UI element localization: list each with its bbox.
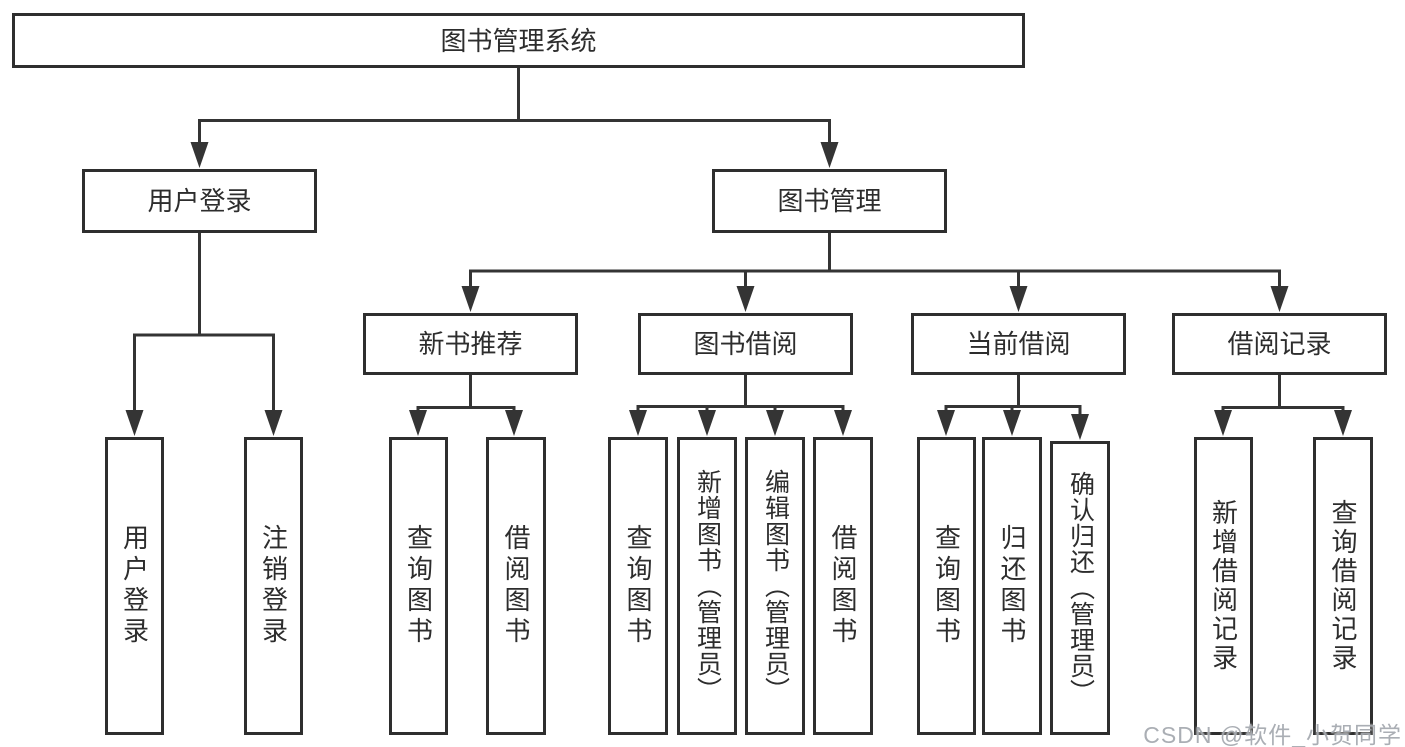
leaf-borrow-books-borrowing: 借阅图书 <box>813 437 873 735</box>
leaf-borrow-books-recommend: 借阅图书 <box>486 437 546 735</box>
node-user-login: 用户登录 <box>82 169 317 233</box>
node-library-management-system: 图书管理系统 <box>12 13 1025 68</box>
leaf-return-books: 归还图书 <box>982 437 1042 735</box>
leaf-confirm-return-admin: 确认归还（管理员） <box>1050 441 1110 735</box>
leaf-query-books-current: 查询图书 <box>917 437 976 735</box>
leaf-query-borrowing-record: 查询借阅记录 <box>1313 437 1373 735</box>
leaf-edit-book-admin: 编辑图书（管理员） <box>745 437 805 735</box>
leaf-query-books-borrowing: 查询图书 <box>608 437 668 735</box>
leaf-user-login: 用户登录 <box>105 437 164 735</box>
node-borrowing-records: 借阅记录 <box>1172 313 1387 375</box>
leaf-logout: 注销登录 <box>244 437 303 735</box>
leaf-add-borrowing-record: 新增借阅记录 <box>1194 437 1253 735</box>
node-current-borrowing: 当前借阅 <box>911 313 1126 375</box>
node-book-management: 图书管理 <box>712 169 947 233</box>
leaf-query-books-recommend: 查询图书 <box>389 437 448 735</box>
node-new-book-recommendation: 新书推荐 <box>363 313 578 375</box>
csdn-watermark: CSDN @软件_小贺同学 <box>1143 722 1402 747</box>
node-book-borrowing: 图书借阅 <box>638 313 853 375</box>
leaf-add-book-admin: 新增图书（管理员） <box>677 437 737 735</box>
